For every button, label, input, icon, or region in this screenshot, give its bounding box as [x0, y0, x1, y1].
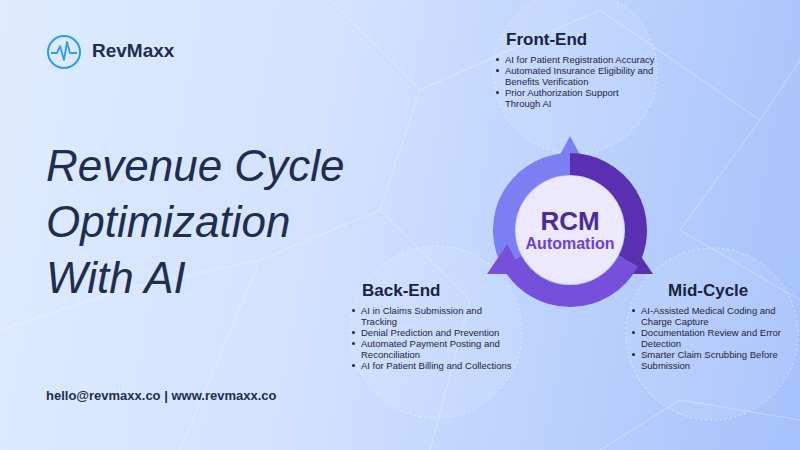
bullet-item: Automated Payment Posting and Reconcilia…: [350, 338, 518, 360]
bullet-item: AI for Patient Billing and Collections: [350, 360, 518, 371]
stage-section: Mid-CycleAI-Assisted Medical Coding and …: [630, 281, 792, 371]
bullet-item: Automated Insurance Eligibility and Bene…: [494, 65, 656, 87]
bullet-item: AI-Assisted Medical Coding and Charge Ca…: [630, 305, 792, 327]
halo-circle: [493, 0, 657, 154]
hub-title: RCM: [540, 207, 599, 235]
section-heading: Mid-Cycle: [630, 281, 792, 301]
section-halos: [350, 0, 798, 420]
section-heading: Front-End: [494, 30, 656, 50]
stage-section: Front-End AI for Patient Registration Acc…: [494, 30, 656, 109]
slide-title: Revenue Cycle Optimization With AI: [46, 138, 384, 306]
bullet-item: Smarter Claim Scrubbing Before Submissio…: [630, 349, 792, 371]
logo-icon: [48, 36, 80, 68]
bullet-item: Prior Authorization Support Through AI: [494, 87, 656, 109]
logo-ring: [48, 36, 80, 68]
stage-section: Back-End AI in Claims Submission and Trac…: [350, 281, 518, 371]
hub-subtitle: Automation: [526, 235, 615, 253]
brand-name: RevMaxx: [92, 40, 174, 62]
bullet-item: Documentation Review and Error Detection: [630, 327, 792, 349]
bullet-item: AI for Patient Registration Accuracy: [494, 54, 656, 65]
section-heading: Back-End: [350, 281, 518, 301]
bullet-item: AI in Claims Submission and Tracking: [350, 305, 518, 327]
arrow-head: [487, 244, 523, 274]
hub-circle: RCMAutomation: [516, 176, 624, 284]
logo-heartbeat: [51, 42, 77, 60]
contact-footer: hello@revmaxx.co | www.revmaxx.co: [46, 388, 276, 403]
bullet-item: Denial Prediction and Prevention: [350, 327, 518, 338]
